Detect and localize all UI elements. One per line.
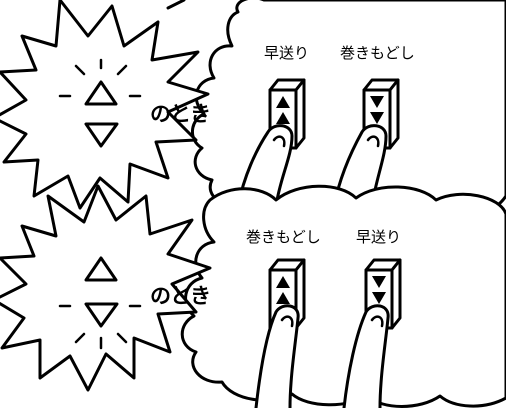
down-triangle-top — [84, 122, 119, 148]
thought-bubble-bottom — [180, 184, 506, 408]
blinking-down-triangle-bottom — [58, 302, 142, 350]
button-label-rewind-bottom: 巻きもどし — [246, 228, 321, 246]
up-triangle-bottom — [84, 256, 118, 282]
finger-pressing-top-right — [332, 124, 388, 208]
blinking-up-triangle-top — [58, 58, 142, 106]
button-label-rewind-top: 巻きもどし — [340, 44, 415, 62]
button-label-fast-forward-top: 早送り — [264, 44, 310, 62]
condition-text-bottom: のとき — [150, 284, 211, 308]
button-label-fast-forward-bottom: 早送り — [356, 228, 402, 246]
condition-text-top: のとき — [150, 102, 211, 126]
finger-pressing-bottom-left — [254, 304, 300, 408]
burst-bottom — [0, 184, 212, 392]
finger-pressing-bottom-right — [342, 304, 390, 408]
finger-pressing-top-left — [236, 124, 294, 208]
